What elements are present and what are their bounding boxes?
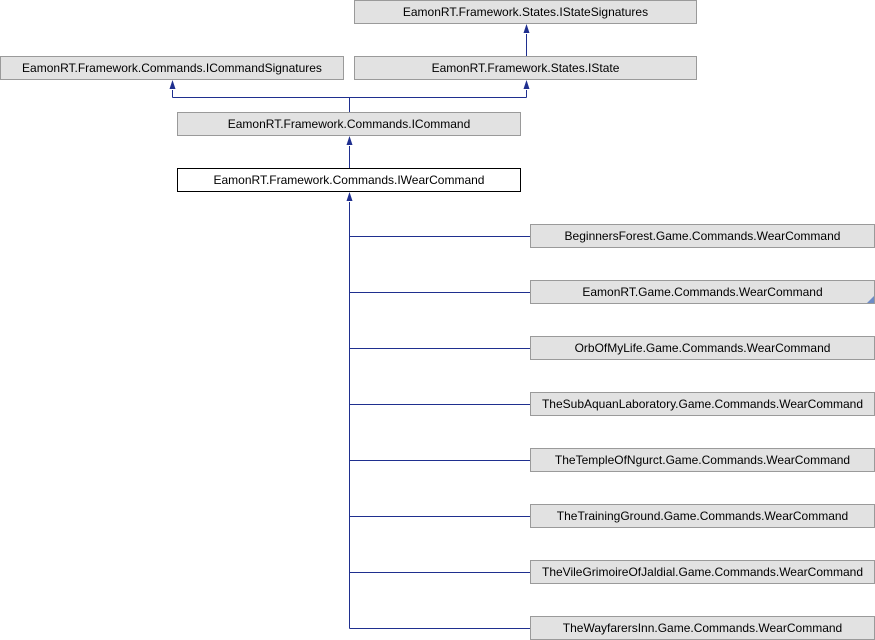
node-thesubaquanlaboratory[interactable]: TheSubAquanLaboratory.Game.Commands.Wear… — [530, 392, 875, 416]
arrowhead-icommand — [346, 136, 353, 145]
node-thevilegrimoireofjaldial[interactable]: TheVileGrimoireOfJaldial.Game.Commands.W… — [530, 560, 875, 584]
node-istate[interactable]: EamonRT.Framework.States.IState — [354, 56, 697, 80]
node-orbofmylife[interactable]: OrbOfMyLife.Game.Commands.WearCommand — [530, 336, 875, 360]
node-beginnersforest[interactable]: BeginnersForest.Game.Commands.WearComman… — [530, 224, 875, 248]
node-istatesignatures[interactable]: EamonRT.Framework.States.IStateSignature… — [354, 0, 697, 24]
node-thetrainingground[interactable]: TheTrainingGround.Game.Commands.WearComm… — [530, 504, 875, 528]
arrowhead-istate — [523, 80, 530, 89]
node-eamonrt-wearcommand[interactable]: EamonRT.Game.Commands.WearCommand — [530, 280, 875, 304]
arrowhead-icommandsignatures — [169, 80, 176, 89]
node-iwearcommand: EamonRT.Framework.Commands.IWearCommand — [177, 168, 521, 192]
node-icommandsignatures[interactable]: EamonRT.Framework.Commands.ICommandSigna… — [0, 56, 344, 80]
arrowhead-iwearcommand — [346, 192, 353, 201]
more-derived-marker-icon — [867, 296, 874, 303]
node-thetempleofngurct[interactable]: TheTempleOfNgurct.Game.Commands.WearComm… — [530, 448, 875, 472]
arrowhead-istatesignatures — [523, 24, 530, 33]
node-icommand[interactable]: EamonRT.Framework.Commands.ICommand — [177, 112, 521, 136]
node-thewayfarersinn[interactable]: TheWayfarersInn.Game.Commands.WearComman… — [530, 616, 875, 640]
node-eamonrt-wearcommand-label: EamonRT.Game.Commands.WearCommand — [582, 285, 823, 299]
